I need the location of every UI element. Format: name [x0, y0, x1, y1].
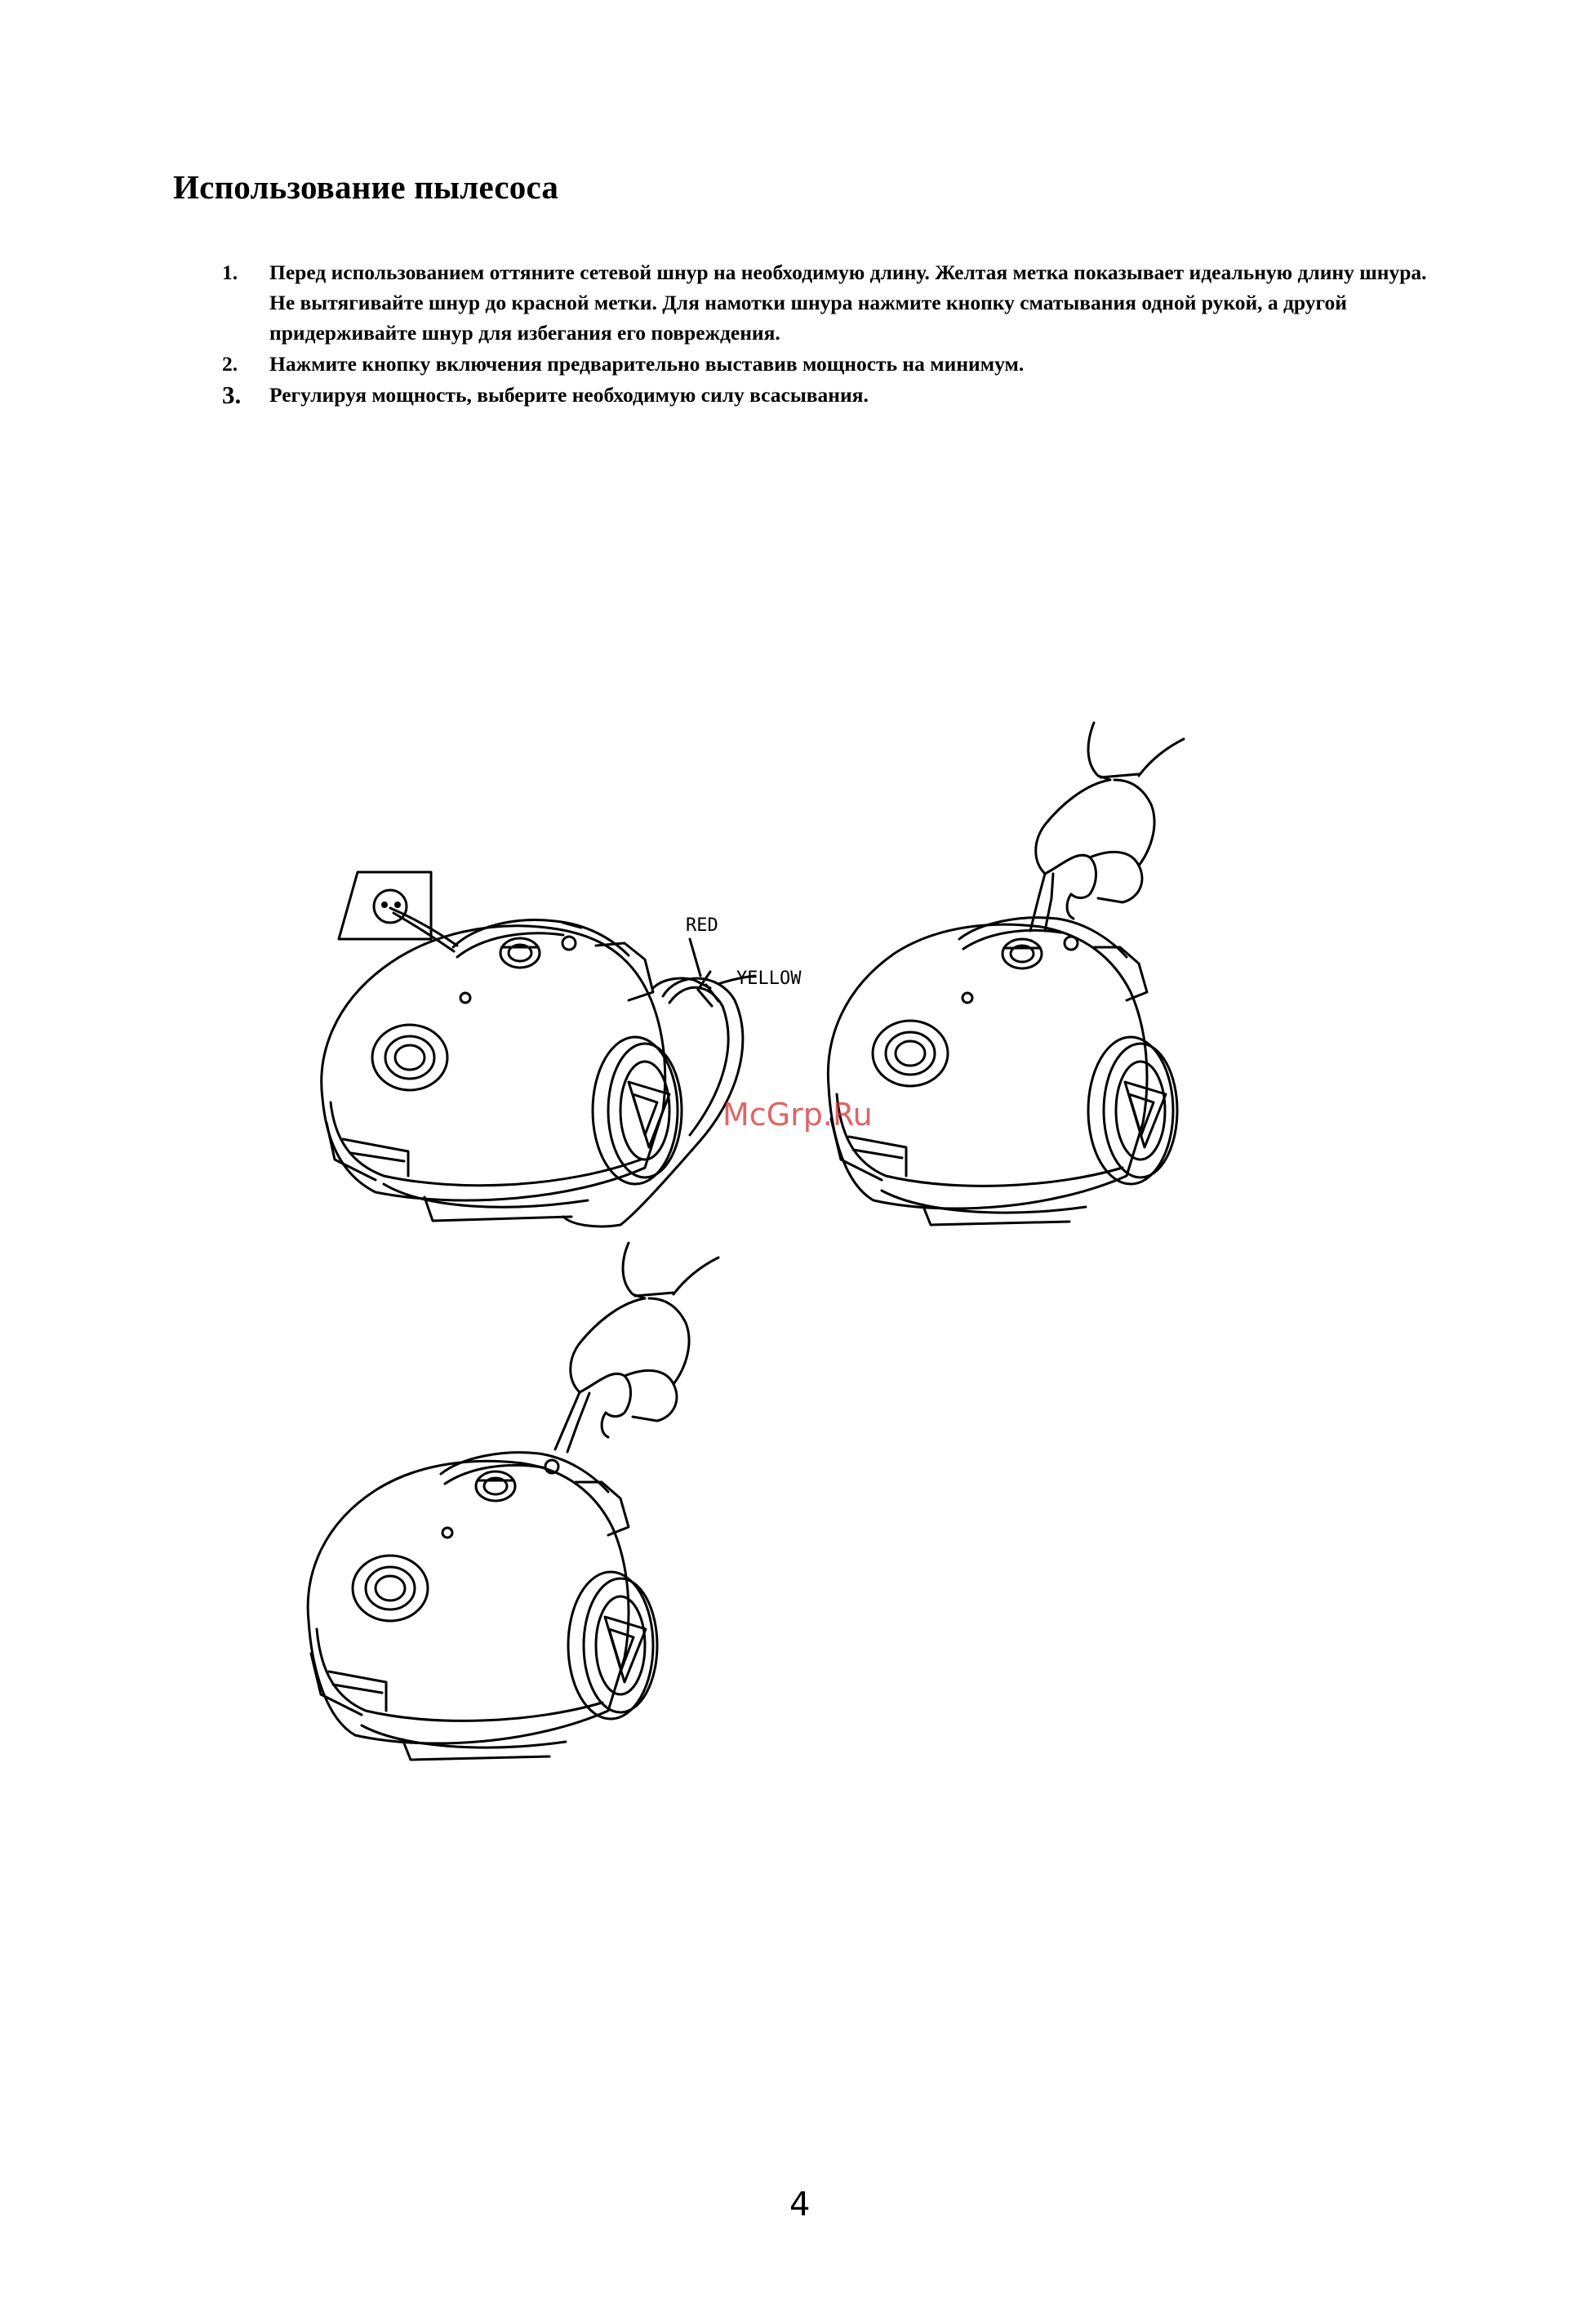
page-title: Использование пылесоса: [173, 168, 559, 206]
power-dial-icon: [499, 937, 541, 969]
step-number: 3.: [222, 381, 242, 409]
hand-icon: [553, 1241, 720, 1454]
list-item: 2. Нажмите кнопку включения предваритель…: [220, 349, 1429, 379]
vacuum-power-adjust-illustration: [306, 1241, 720, 1761]
hand-icon: [1029, 721, 1185, 933]
watermark: McGrp.Ru: [722, 1097, 873, 1133]
label-yellow: YELLOW: [736, 968, 802, 989]
page-number: 4: [789, 2186, 811, 2224]
step-text: Регулируя мощность, выберите необходимую…: [269, 383, 869, 407]
vacuum-button-press-illustration: [826, 721, 1185, 1227]
list-item: 3. Регулируя мощность, выберите необходи…: [220, 380, 1429, 410]
step-text: Перед использованием оттяните сетевой шн…: [269, 260, 1427, 345]
list-item: 1. Перед использованием оттяните сетевой…: [220, 257, 1429, 348]
step-number: 1.: [222, 260, 238, 284]
step-text: Нажмите кнопку включения предварительно …: [269, 352, 1025, 376]
wall-socket-icon: [337, 870, 459, 953]
intake-port-icon: [371, 1023, 449, 1092]
vacuum-cord-illustration: RED YELLOW: [320, 870, 802, 1228]
label-red: RED: [686, 915, 718, 936]
instruction-list: 1. Перед использованием оттяните сетевой…: [220, 257, 1429, 411]
step-number: 2.: [222, 352, 238, 376]
wheel-icon: [591, 1035, 683, 1186]
